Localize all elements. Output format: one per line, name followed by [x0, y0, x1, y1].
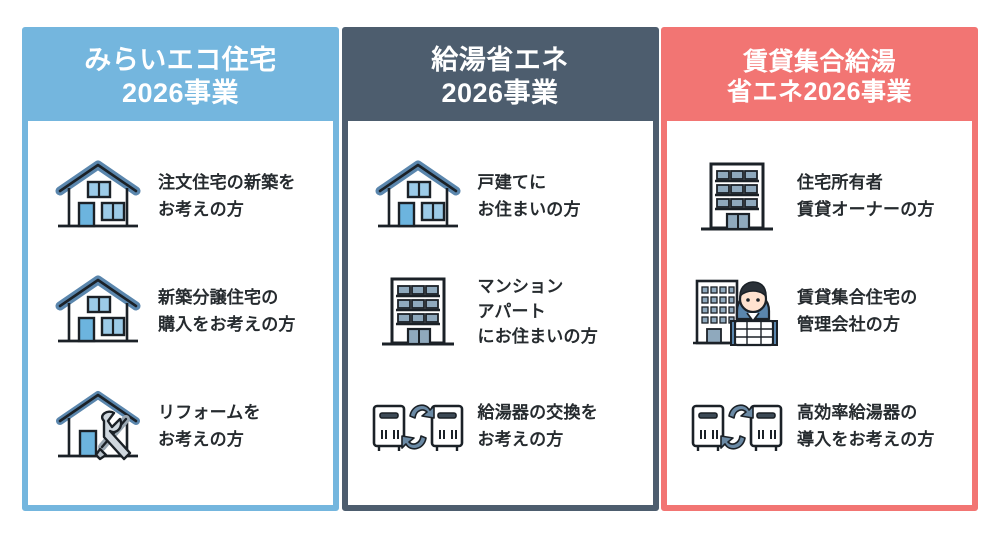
label-line-2: お考えの方	[158, 429, 244, 449]
label-line-1: リフォームを	[158, 403, 261, 423]
list-item[interactable]: 賃貸集合住宅の 管理会社の方	[667, 254, 972, 369]
list-item-label: 給湯器の交換を お考えの方	[470, 400, 653, 453]
label-line-2: お考えの方	[477, 429, 564, 449]
building-manager-icon	[685, 266, 789, 358]
label-line-2: お考えの方	[158, 199, 244, 219]
card-header: 賃貸集合給湯 省エネ2026事業	[667, 33, 972, 121]
list-item-label: マンション アパート にお住まいの方	[470, 274, 653, 349]
label-line-2: 管理会社の方	[797, 314, 901, 334]
list-item[interactable]: マンション アパート にお住まいの方	[348, 254, 653, 369]
list-item[interactable]: 戸建てに お住まいの方	[348, 139, 653, 254]
house-icon	[366, 151, 470, 243]
list-item-label: 戸建てに お住まいの方	[470, 170, 653, 223]
card-title-line-1: 賃貸集合給湯	[742, 47, 896, 76]
label-line-1: 注文住宅の新築を	[158, 173, 296, 193]
list-item[interactable]: 新築分譲住宅の 購入をお考えの方	[28, 254, 333, 369]
water-heater-exchange-icon	[685, 381, 789, 473]
list-item[interactable]: 住宅所有者 賃貸オーナーの方	[667, 139, 972, 254]
water-heater-exchange-icon	[366, 381, 470, 473]
list-item[interactable]: 注文住宅の新築を お考えの方	[28, 139, 333, 254]
list-item[interactable]: リフォームを お考えの方	[28, 369, 333, 484]
label-line-2: お住まいの方	[477, 199, 581, 219]
house-icon	[46, 266, 150, 358]
card-title-line-2: 2026事業	[441, 78, 559, 108]
label-line-2: アパート	[477, 301, 546, 321]
program-card-chintai-shugo-kyuto[interactable]: 賃貸集合給湯 省エネ2026事業	[661, 27, 978, 511]
list-item-label: 注文住宅の新築を お考えの方	[150, 170, 333, 223]
list-item-label: 賃貸集合住宅の 管理会社の方	[789, 285, 972, 338]
card-body: 戸建てに お住まいの方	[347, 121, 653, 505]
card-body: 住宅所有者 賃貸オーナーの方	[667, 121, 972, 505]
card-title-line-2: 省エネ2026事業	[726, 78, 913, 106]
label-line-1: 戸建てに	[477, 173, 547, 193]
card-title-line-1: みらいエコ住宅	[84, 45, 277, 76]
program-card-mirai-eco-jutaku[interactable]: みらいエコ住宅 2026事業	[22, 27, 339, 511]
list-item[interactable]: 給湯器の交換を お考えの方	[348, 369, 653, 484]
label-line-3: にお住まいの方	[477, 327, 598, 347]
label-line-1: 賃貸集合住宅の	[797, 288, 918, 308]
label-line-1: 新築分譲住宅の	[158, 288, 279, 308]
card-title-line-2: 2026事業	[121, 78, 240, 108]
card-header: 給湯省エネ 2026事業	[347, 33, 653, 121]
list-item-label: 高効率給湯器の 導入をお考えの方	[789, 400, 972, 453]
label-line-2: 購入をお考えの方	[158, 314, 296, 334]
list-item-label: リフォームを お考えの方	[150, 400, 333, 453]
apartment-building-icon	[366, 266, 470, 358]
label-line-2: 賃貸オーナーの方	[797, 199, 935, 219]
apartment-building-icon	[685, 151, 789, 243]
label-line-1: 住宅所有者	[797, 173, 883, 193]
label-line-2: 導入をお考えの方	[797, 429, 935, 449]
label-line-1: 給湯器の交換を	[477, 403, 598, 423]
card-header: みらいエコ住宅 2026事業	[28, 33, 333, 121]
list-item[interactable]: 高効率給湯器の 導入をお考えの方	[667, 369, 972, 484]
list-item-label: 住宅所有者 賃貸オーナーの方	[789, 170, 972, 223]
card-title-line-1: 給湯省エネ	[431, 45, 569, 76]
label-line-1: マンション	[477, 276, 564, 296]
card-body: 注文住宅の新築を お考えの方	[28, 121, 333, 505]
list-item-label: 新築分譲住宅の 購入をお考えの方	[150, 285, 333, 338]
house-icon	[46, 151, 150, 243]
label-line-1: 高効率給湯器の	[797, 403, 918, 423]
program-card-kyuto-shoene[interactable]: 給湯省エネ 2026事業	[341, 27, 659, 511]
house-renovation-icon	[46, 381, 150, 473]
